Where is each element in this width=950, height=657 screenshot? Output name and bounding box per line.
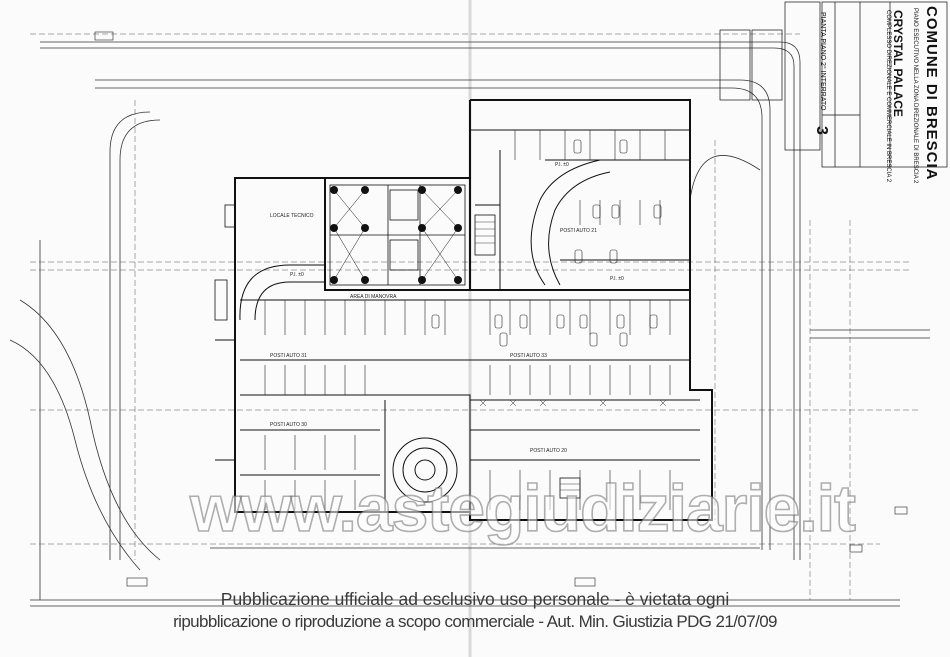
title-block-sheet-title: PIANTA PIANO 2° INTERRATO [819,12,826,111]
svg-text:P.I. ±0: P.I. ±0 [610,276,624,282]
svg-text:POSTI AUTO 33: POSTI AUTO 33 [510,353,547,359]
title-block-project-desc: COMPLESSO DIREZIONALE E COMMERCIALE IN B… [885,10,891,183]
svg-text:POSTI AUTO 21: POSTI AUTO 21 [560,228,597,234]
notice-line-2: ripubblicazione o riproduzione a scopo c… [173,612,777,631]
title-block-comune: COMUNE DI BRESCIA [923,6,940,181]
svg-text:POSTI AUTO 20: POSTI AUTO 20 [530,448,567,454]
svg-text:LOCALE TECNICO: LOCALE TECNICO [270,213,314,219]
svg-text:POSTI AUTO 31: POSTI AUTO 31 [270,353,307,359]
svg-text:P.I. ±0: P.I. ±0 [290,272,304,278]
notice-line-1: Pubblicazione ufficiale ad esclusivo uso… [220,589,730,609]
svg-text:P.I. ±0: P.I. ±0 [555,162,569,168]
title-block-sheet-number: 3 [813,126,830,135]
watermark: www.astegiudiziarie.it [189,470,857,546]
title-block-project: CRYSTAL PALACE [891,10,905,117]
svg-text:AREA DI MANOVRA: AREA DI MANOVRA [350,294,397,300]
title-block-subtitle: PIANO ESECUTIVO NELLA ZONA DIREZIONALE D… [912,8,918,184]
svg-text:POSTI AUTO 30: POSTI AUTO 30 [270,422,307,428]
